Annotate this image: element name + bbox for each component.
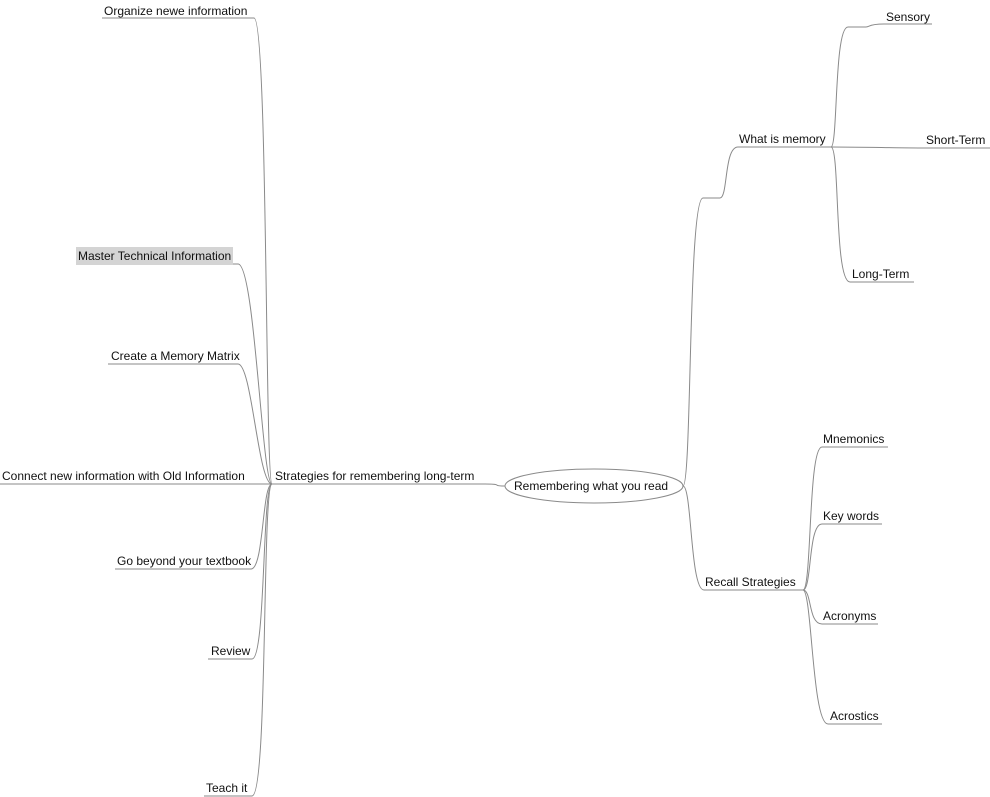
node-create-memory-matrix[interactable]: Create a Memory Matrix — [111, 349, 240, 363]
node-sensory[interactable]: Sensory — [886, 10, 931, 24]
node-long-term[interactable]: Long-Term — [852, 267, 910, 281]
edge-left-teach — [251, 483, 273, 797]
edge-mnemonics — [802, 446, 823, 591]
node-acronyms[interactable]: Acronyms — [823, 609, 877, 623]
edge-acrostics — [802, 589, 829, 725]
node-master-technical-information[interactable]: Master Technical Information — [76, 247, 234, 265]
edge-sensory — [830, 23, 885, 148]
node-mnemonics[interactable]: Mnemonics — [823, 432, 885, 446]
node-connect-new-information[interactable]: Connect new information with Old Informa… — [2, 469, 245, 483]
node-teach-it[interactable]: Teach it — [206, 781, 248, 795]
edge-left-review — [251, 483, 273, 660]
center-node-label[interactable]: Remembering what you read — [514, 479, 669, 493]
node-what-is-memory[interactable]: What is memory — [739, 132, 826, 146]
edge-key-words — [802, 523, 823, 591]
node-key-words[interactable]: Key words — [823, 509, 880, 523]
node-recall-strategies[interactable]: Recall Strategies — [705, 575, 796, 589]
edge-center-what-is-memory — [682, 146, 739, 487]
edge-long-term — [830, 146, 851, 283]
edge-center-left — [484, 483, 506, 487]
node-review[interactable]: Review — [211, 644, 251, 658]
edge-left-matrix — [237, 363, 273, 485]
node-short-term[interactable]: Short-Term — [926, 133, 986, 147]
node-organize-new-information[interactable]: Organize newe information — [104, 4, 248, 18]
node-go-beyond-textbook[interactable]: Go beyond your textbook — [117, 554, 252, 568]
edge-left-master — [237, 263, 273, 485]
node-acrostics[interactable]: Acrostics — [830, 709, 879, 723]
edge-center-recall — [682, 485, 705, 591]
edge-short-term — [830, 146, 926, 149]
edge-acronyms — [802, 589, 823, 625]
edge-left-organize — [253, 17, 273, 485]
edge-left-beyond — [250, 483, 273, 570]
left-main-node[interactable]: Strategies for remembering long-term — [275, 469, 475, 483]
